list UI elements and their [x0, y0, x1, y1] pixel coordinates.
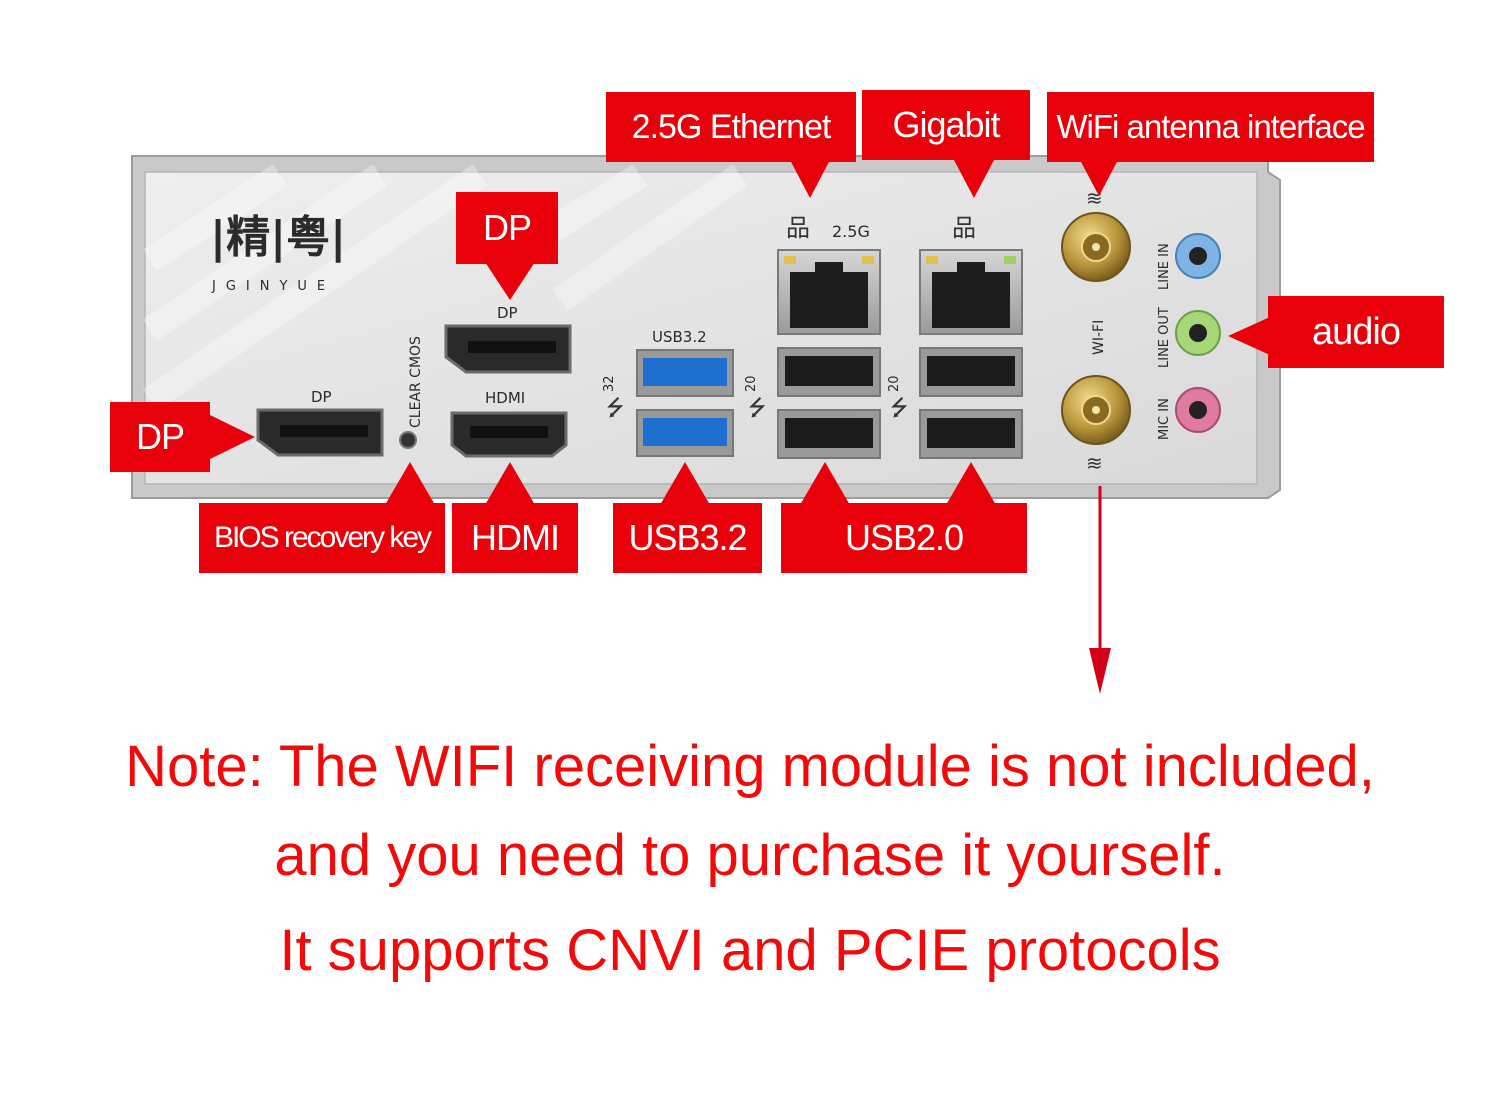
network-icon: 品	[952, 215, 976, 242]
rj45-port-25g	[777, 249, 881, 335]
dp-left-port	[256, 408, 384, 457]
callout-2-5g-ethernet-text: 2.5G Ethernet	[631, 107, 832, 146]
eth25-plate-label: 2.5G	[832, 222, 870, 241]
callout-dp-top-text: DP	[482, 207, 532, 248]
usb20-speed-label-a: 20	[744, 375, 759, 392]
hdmi-port	[450, 411, 568, 458]
callout-bios-recovery-key: BIOS recovery key	[199, 503, 445, 573]
pointer-audio	[1228, 316, 1272, 356]
dp-top-label: DP	[497, 304, 518, 322]
callout-bios-recovery-key-text: BIOS recovery key	[213, 521, 432, 554]
callout-gigabit: Gigabit	[862, 90, 1030, 160]
callout-wifi-antenna: WiFi antenna interface	[1047, 92, 1374, 162]
callout-usb20-text: USB2.0	[844, 517, 964, 558]
wifi-antenna-connector-1	[1061, 212, 1131, 282]
callout-hdmi: HDMI	[452, 503, 578, 573]
note-line-1: Note: The WIFI receiving module is not i…	[125, 734, 1375, 799]
callout-dp-left-text: DP	[135, 416, 185, 457]
usb20-port-4	[919, 409, 1023, 459]
pointer-usb20-b	[946, 462, 996, 505]
usb-icon: ⭍	[748, 395, 766, 420]
usb32-port-lower	[636, 409, 734, 457]
callout-hdmi-text: HDMI	[471, 517, 560, 558]
line-in-label: LINE IN	[1157, 243, 1172, 290]
rj45-port-gigabit	[919, 249, 1023, 335]
usb20-speed-label-b: 20	[887, 375, 902, 392]
dp-left-label: DP	[311, 388, 332, 406]
callout-pointers	[208, 160, 1272, 505]
usb20-port-1	[777, 347, 881, 397]
line-out-label: LINE OUT	[1157, 307, 1172, 368]
mic-in-jack	[1175, 387, 1221, 433]
brand-logo-cn: |精|粤|	[210, 212, 346, 263]
callout-usb20: USB2.0	[781, 503, 1027, 573]
usb20-port-3	[919, 347, 1023, 397]
clear-cmos-label: CLEAR CMOS	[408, 336, 424, 428]
note-line-2: and you need to purchase it yourself.	[274, 823, 1226, 888]
callout-usb32: USB3.2	[613, 503, 762, 573]
pointer-dp-top	[485, 262, 535, 300]
network-icon: 品	[786, 215, 810, 242]
usb-icon: ⭍	[890, 395, 908, 420]
usb32-port-upper	[636, 349, 734, 397]
callout-usb32-text: USB3.2	[628, 517, 747, 558]
usb-icon: ⭍	[606, 395, 624, 420]
pointer-usb32	[660, 462, 710, 505]
hdmi-label: HDMI	[485, 389, 525, 407]
usb20-port-2	[777, 409, 881, 459]
wifi-plate-label: WI-FI	[1091, 320, 1107, 355]
dp-top-port	[444, 324, 572, 374]
callout-audio-text: audio	[1312, 310, 1401, 353]
usb32-speed-label: 32	[602, 375, 617, 392]
usb32-plate-label: USB3.2	[652, 328, 707, 346]
bios-recovery-button	[399, 431, 417, 449]
brand-logo-en: JGINYUE	[211, 279, 335, 294]
callout-audio: audio	[1268, 296, 1444, 368]
callout-2-5g-ethernet: 2.5G Ethernet	[606, 92, 856, 162]
line-in-jack	[1175, 233, 1221, 279]
pointer-bios	[385, 462, 435, 505]
pointer-wifi	[1080, 160, 1118, 196]
pointer-eth25	[790, 160, 830, 198]
pointer-dp-left	[208, 414, 255, 460]
wifi-antenna-connector-2	[1061, 375, 1131, 445]
wifi-module-arrow	[1089, 486, 1111, 694]
note-line-3: It supports CNVI and PCIE protocols	[279, 918, 1221, 983]
callout-wifi-antenna-text: WiFi antenna interface	[1056, 108, 1365, 145]
callout-dp-top: DP	[456, 192, 558, 264]
mic-in-label: MIC IN	[1157, 398, 1172, 440]
callout-dp-left: DP	[110, 402, 210, 472]
pointer-gigabit	[954, 160, 994, 198]
wifi-signal-icon: ≋	[1086, 453, 1103, 475]
line-out-jack	[1175, 310, 1221, 356]
pointer-usb20-a	[800, 462, 850, 505]
callout-gigabit-text: Gigabit	[892, 104, 1000, 145]
pointer-hdmi	[485, 462, 535, 505]
